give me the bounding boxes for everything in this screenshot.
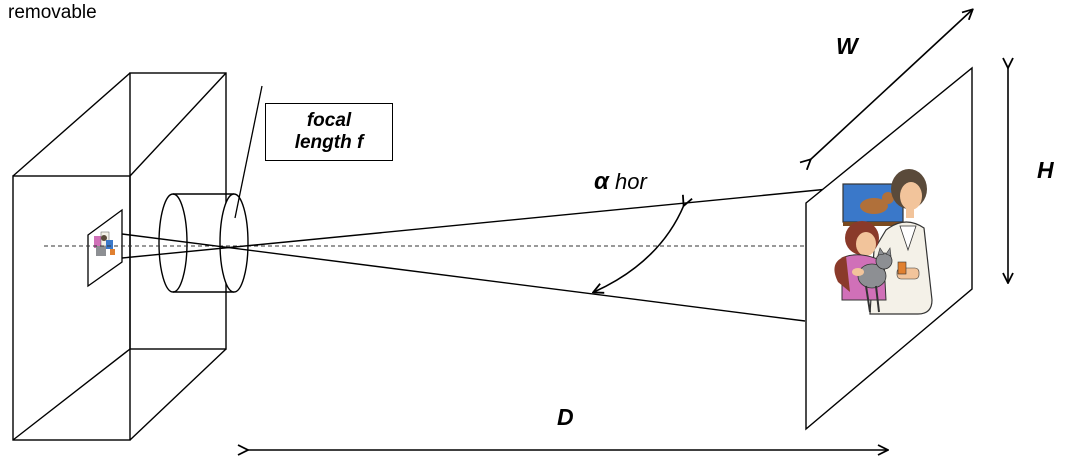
focal-callout-line	[234, 85, 263, 219]
focal-line-1: focal	[306, 110, 352, 131]
height-label: H	[1037, 157, 1054, 183]
alpha-subscript: hor	[608, 169, 647, 194]
image-sensor	[87, 208, 123, 288]
distance-label: D	[557, 404, 574, 430]
lens	[158, 193, 249, 293]
focal-length-label: focal length f	[266, 110, 392, 154]
width-label: W	[836, 33, 858, 59]
scene-clipart	[834, 169, 933, 315]
focal-length-box: focal length f	[265, 103, 393, 161]
angle-arc-arrow	[594, 205, 684, 292]
sensor-image-thumbnail	[94, 231, 115, 256]
focal-line-2: length f	[294, 132, 364, 153]
w-dimension-arrow	[810, 10, 972, 160]
top-note: removable	[8, 2, 97, 23]
alpha-symbol: α	[594, 168, 609, 195]
angle-label: α hor	[594, 168, 647, 196]
